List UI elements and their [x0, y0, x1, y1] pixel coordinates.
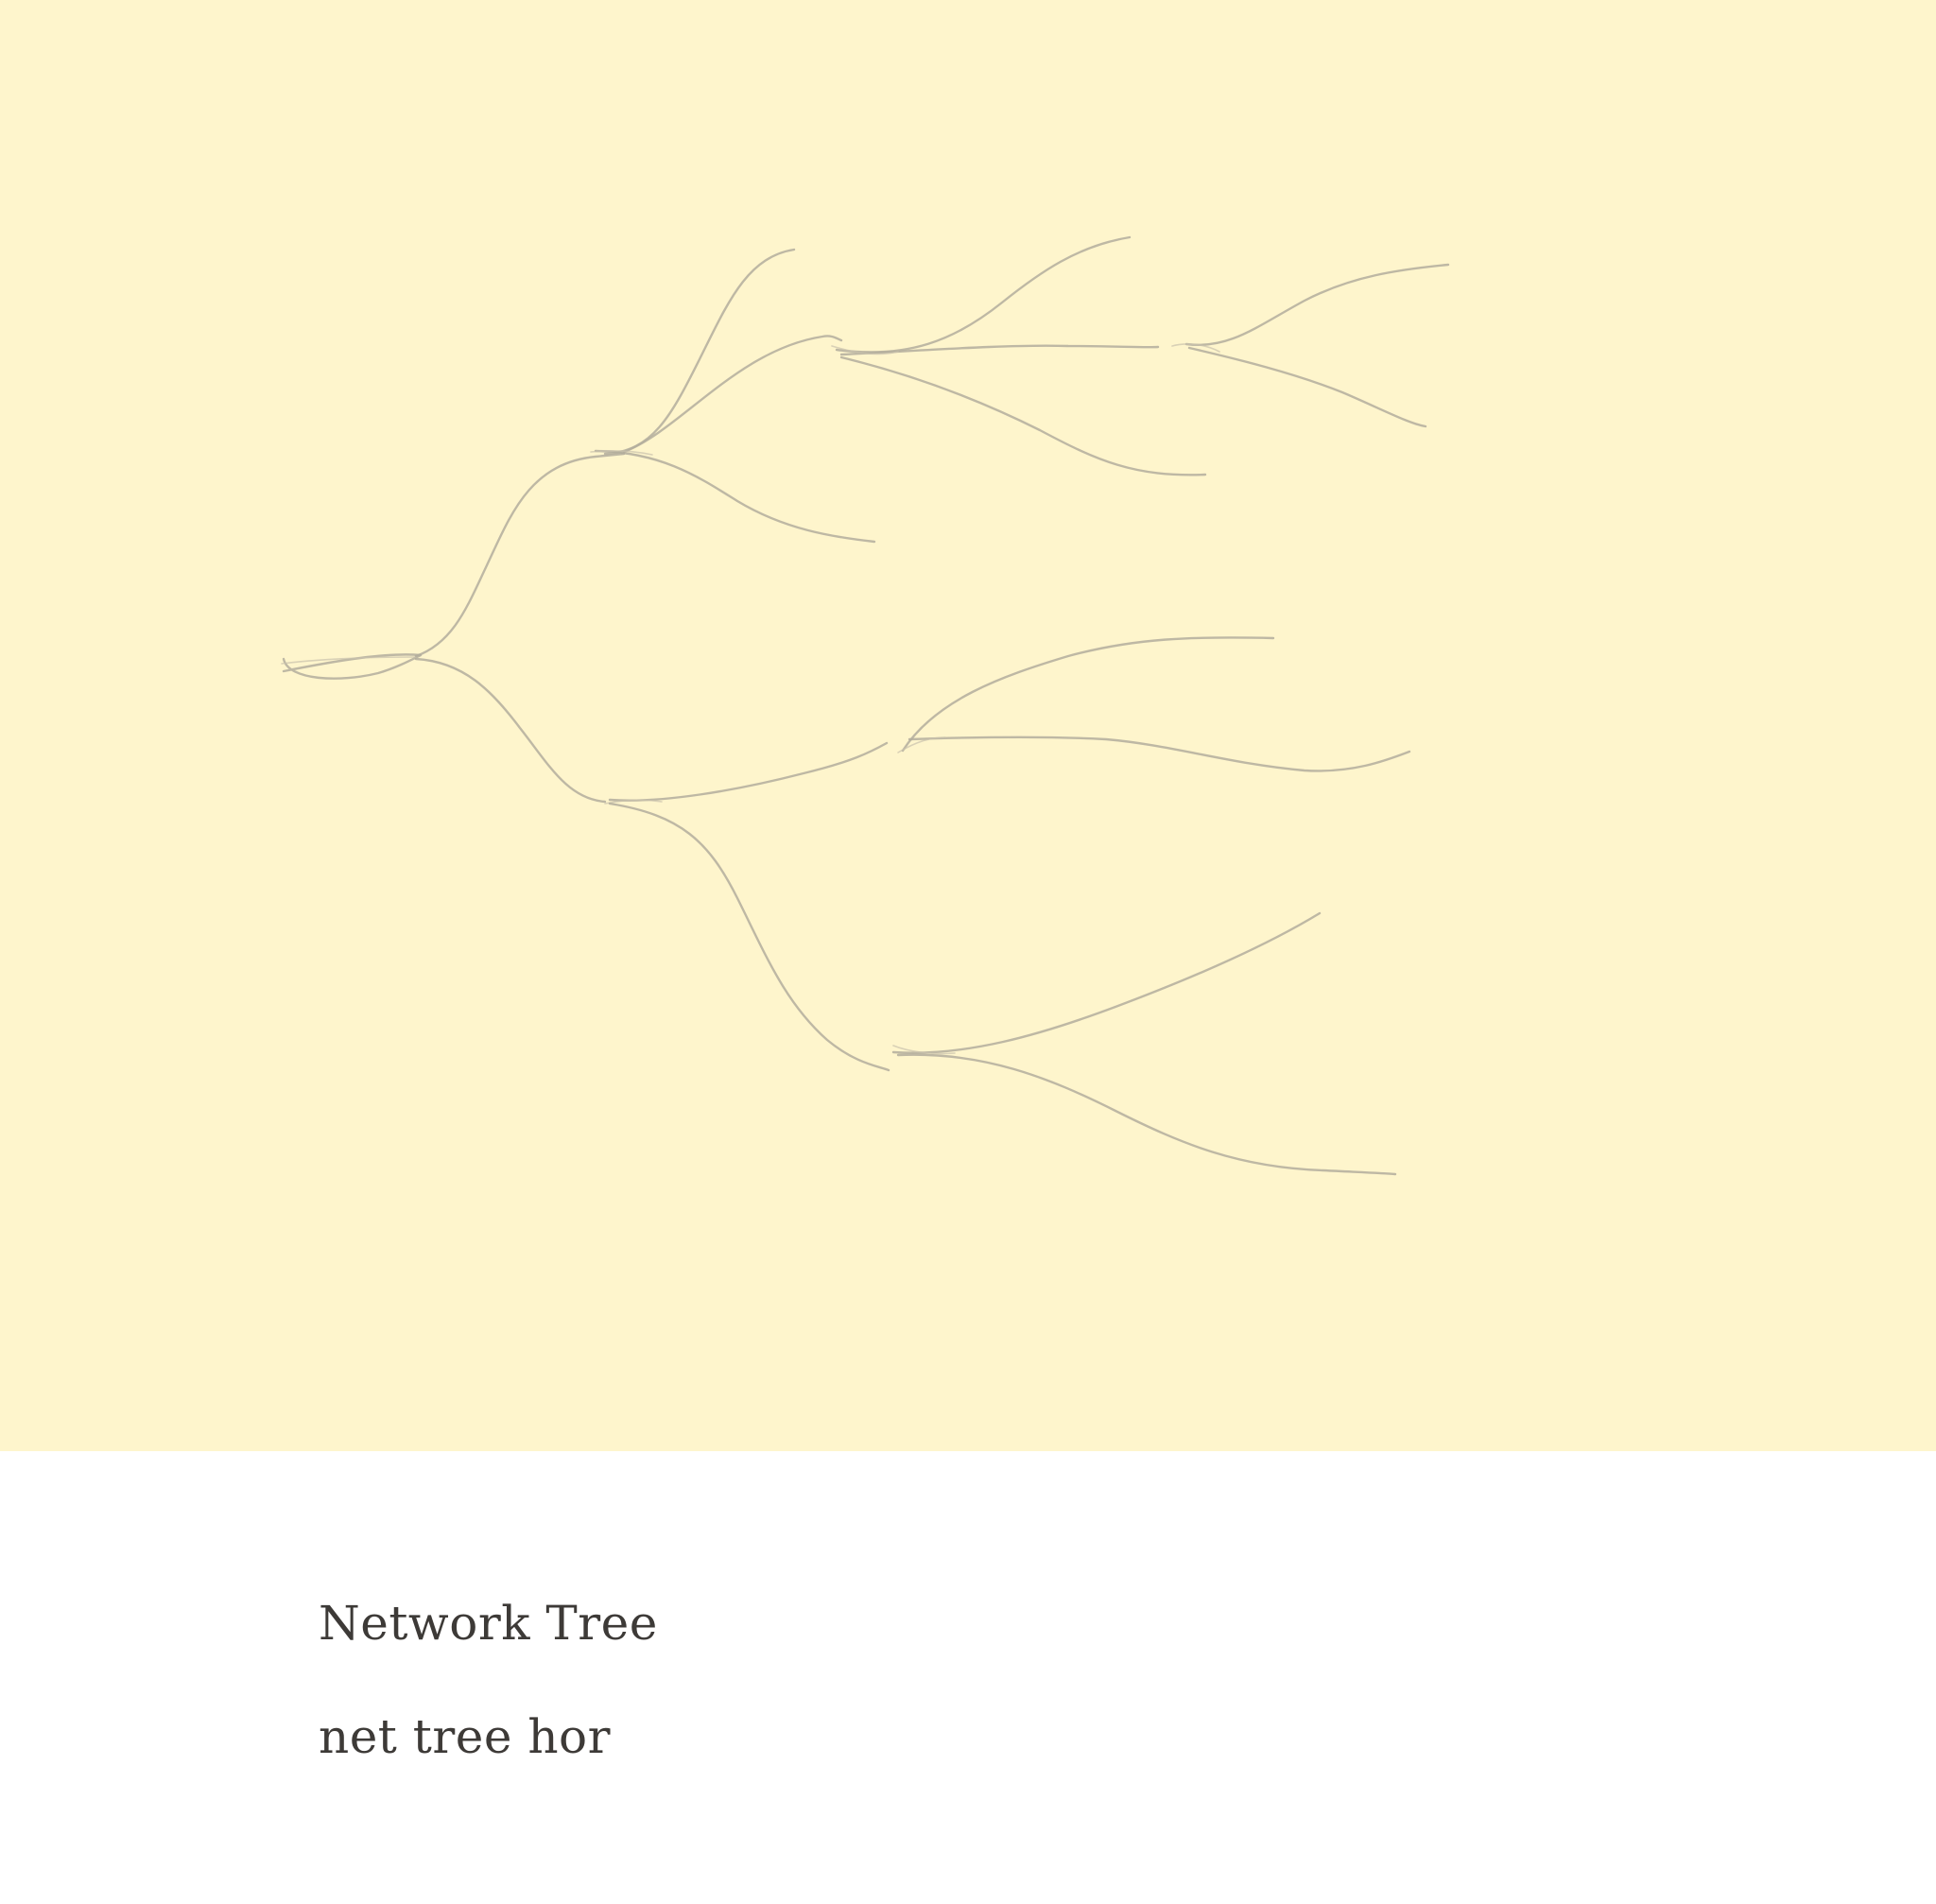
tree-branch-mid-1 — [835, 235, 1132, 354]
tree-node-mid-sketch — [831, 345, 899, 355]
tree-root-branch-sketch — [281, 656, 417, 665]
tree-node-lower2-sketch — [897, 736, 946, 753]
tree-node-far-sketch — [1171, 343, 1220, 353]
tree-branch-lower-3 — [908, 736, 1411, 772]
tree-branch-lower — [414, 657, 607, 804]
tree-branch-lower-2 — [901, 636, 1275, 753]
tree-branch-upper-3 — [594, 449, 876, 544]
tree-branch-lower-4 — [608, 802, 890, 1072]
tree-branch-bottom-2 — [896, 1053, 1397, 1176]
tree-root-branch — [282, 653, 423, 680]
tree-branch-mid-3 — [839, 355, 1207, 476]
network-tree-illustration — [0, 0, 1936, 1451]
tree-branch-upper — [414, 452, 626, 658]
tree-branch-upper-2 — [622, 335, 843, 454]
card-title: Network Tree — [319, 1596, 658, 1651]
tree-branch-bottom-1 — [891, 911, 1322, 1054]
tree-node-upper-sketch — [590, 449, 653, 456]
card-subtitle: net tree hor — [319, 1709, 612, 1764]
tree-node-bottom-sketch — [892, 1045, 956, 1055]
network-tree-sketch-icon — [281, 235, 1450, 1176]
tree-branch-lower-1 — [608, 741, 889, 802]
tree-branch-far-1 — [1184, 263, 1450, 347]
tree-branch-far-2 — [1187, 346, 1427, 428]
tree-branch-upper-1 — [603, 248, 796, 456]
